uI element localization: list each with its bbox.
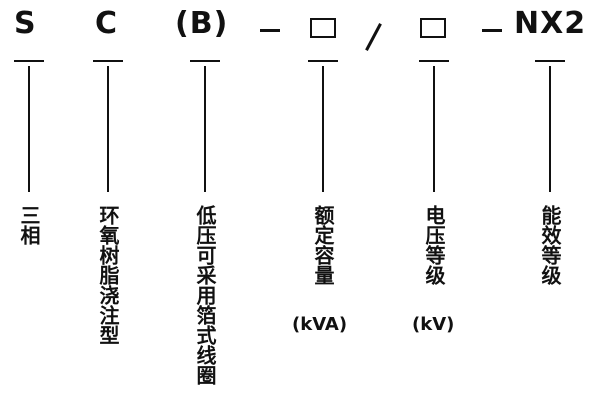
- code-c: C: [95, 6, 119, 41]
- underline-s: [14, 60, 44, 62]
- leader-line-voltage: [433, 66, 435, 192]
- code-b: (B): [175, 6, 229, 41]
- label-voltage-unit: (kV): [412, 314, 455, 335]
- leader-line-c: [107, 66, 109, 192]
- label-three-phase: 三相: [17, 205, 41, 245]
- separator-dash-1: [260, 29, 280, 32]
- leader-line-s: [28, 66, 30, 192]
- label-foil-winding: 低压可采用箔式线圈: [193, 205, 217, 385]
- underline-voltage: [419, 60, 449, 62]
- underline-capacity: [308, 60, 338, 62]
- label-efficiency-class: 能效等级: [538, 205, 562, 285]
- separator-dash-2: [482, 29, 502, 32]
- code-s: S: [14, 6, 37, 41]
- underline-b: [190, 60, 220, 62]
- voltage-placeholder-box: [420, 18, 446, 38]
- leader-line-b: [204, 66, 206, 192]
- underline-c: [93, 60, 123, 62]
- capacity-placeholder-box: [310, 18, 336, 38]
- leader-line-nx2: [549, 66, 551, 192]
- code-nx2: NX2: [514, 6, 587, 41]
- label-epoxy-cast: 环氧树脂浇注型: [96, 205, 120, 345]
- separator-slash: [365, 23, 382, 51]
- leader-line-capacity: [322, 66, 324, 192]
- label-voltage-class: 电压等级: [422, 205, 446, 285]
- underline-nx2: [535, 60, 565, 62]
- label-capacity-unit: (kVA): [292, 314, 348, 335]
- label-rated-capacity: 额定容量: [311, 205, 335, 285]
